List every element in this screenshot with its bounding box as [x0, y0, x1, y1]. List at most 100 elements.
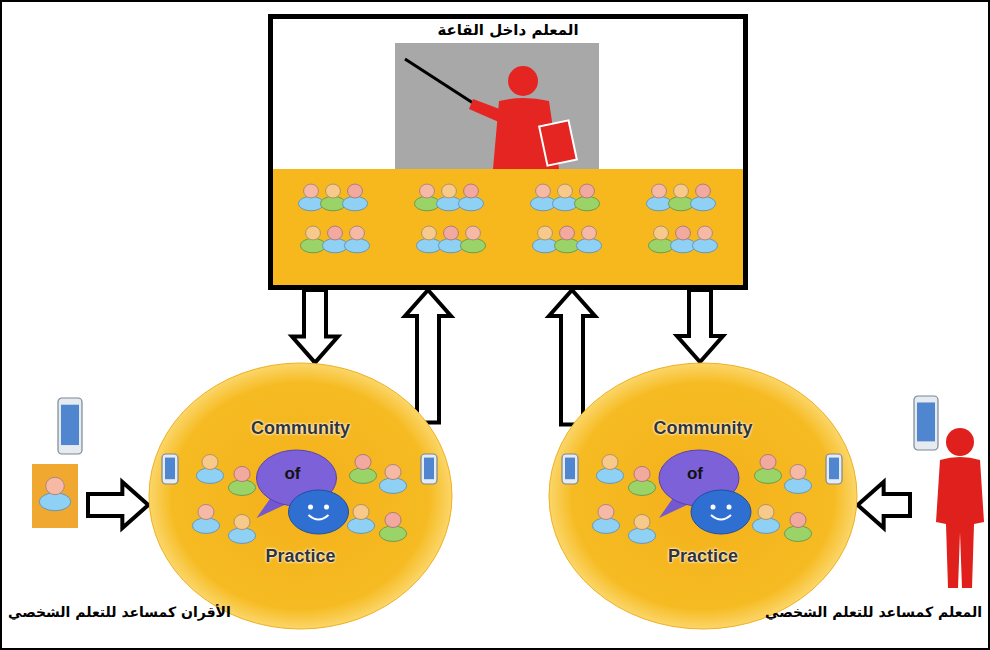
- person-body: [648, 238, 673, 252]
- teacher-head: [508, 66, 538, 96]
- person-head: [198, 504, 214, 519]
- person-head: [582, 226, 597, 240]
- practice-word: Practice: [548, 546, 858, 567]
- node-illustration: [8, 392, 88, 532]
- person-body: [298, 196, 323, 210]
- person-body: [752, 518, 779, 534]
- person-head: [758, 504, 774, 519]
- person-head: [676, 226, 691, 240]
- person-head: [353, 504, 369, 519]
- person-body: [460, 238, 485, 252]
- phone-screen: [424, 458, 434, 480]
- node-illustration: [910, 392, 986, 592]
- node-illustration: [273, 19, 743, 285]
- person-head: [536, 184, 551, 198]
- person-head: [598, 504, 614, 519]
- block-arrow: [405, 290, 451, 422]
- person-head: [348, 184, 363, 198]
- person-body: [530, 196, 555, 210]
- person-body: [349, 468, 376, 484]
- person-head: [234, 514, 250, 529]
- teacher-helper-caption: المعلم كمساعد للتعلم الشخصي: [765, 604, 982, 620]
- person-head: [760, 454, 776, 469]
- pointer-stick: [405, 59, 473, 103]
- person-body: [39, 493, 71, 511]
- person-body: [458, 196, 483, 210]
- person-head: [790, 512, 806, 527]
- practice-word: Practice: [148, 546, 453, 567]
- person-body: [320, 196, 345, 210]
- person-head: [420, 184, 435, 198]
- of-word: of: [140, 464, 445, 484]
- classroom-heading: المعلم داخل القاعة: [273, 21, 743, 39]
- person-head: [304, 184, 319, 198]
- teacher-book: [539, 120, 577, 165]
- phone-screen: [565, 458, 575, 480]
- person-body: [596, 468, 623, 484]
- person-body: [416, 238, 441, 252]
- person-body: [628, 480, 655, 496]
- person-body: [379, 478, 406, 494]
- block-arrow: [549, 290, 595, 424]
- person-body: [438, 238, 463, 252]
- student-group: [530, 184, 601, 253]
- student-group: [646, 184, 717, 253]
- person-body: [576, 238, 601, 252]
- person-head: [698, 226, 713, 240]
- chat-bubble: [691, 490, 751, 534]
- person-body: [228, 528, 255, 544]
- smiley-mouth: [711, 515, 731, 520]
- person-head: [634, 466, 650, 481]
- person-body: [552, 196, 577, 210]
- person-head: [202, 454, 218, 469]
- community-word: Community: [148, 418, 453, 439]
- text-slot: of: [540, 464, 850, 484]
- person-body: [646, 196, 671, 210]
- community-word: Community: [548, 418, 858, 439]
- person-body: [196, 468, 223, 484]
- person-head: [602, 454, 618, 469]
- phone-icon: [914, 396, 938, 450]
- person-head: [654, 226, 669, 240]
- text-slot: of: [140, 464, 445, 484]
- person-body: [532, 238, 557, 252]
- person-body: [554, 238, 579, 252]
- person-body: [628, 528, 655, 544]
- person-body: [192, 518, 219, 534]
- circle-shape: [149, 363, 452, 629]
- person-head: [580, 184, 595, 198]
- person-head: [466, 226, 481, 240]
- person-body: [379, 526, 406, 542]
- student-group: [298, 184, 369, 253]
- teacher-body: [936, 457, 984, 588]
- peer-helper-caption: الأقران كمساعد للتعلم الشخصي: [8, 604, 231, 620]
- student-group: [414, 184, 485, 253]
- person-body: [300, 238, 325, 252]
- person-head: [422, 226, 437, 240]
- person-head: [790, 464, 806, 479]
- person-head: [385, 512, 401, 527]
- smiley-mouth: [309, 515, 329, 520]
- phone-icon: [421, 454, 437, 484]
- block-arrow: [292, 290, 338, 363]
- person-head: [350, 226, 365, 240]
- person-head: [634, 514, 650, 529]
- text-slot: الأقران كمساعد للتعلم الشخصي: [8, 604, 231, 620]
- smiley-eye: [727, 505, 732, 510]
- classroom-box: المعلم داخل القاعة: [268, 14, 748, 290]
- person-body: [347, 518, 374, 534]
- teacher-head: [946, 428, 974, 456]
- person-head: [464, 184, 479, 198]
- person-body: [414, 196, 439, 210]
- text-slot: Practice: [148, 546, 453, 567]
- peer-backdrop: [32, 464, 78, 528]
- text-slot: المعلم كمساعد للتعلم الشخصي: [765, 604, 982, 620]
- text-slot: المعلم داخل القاعة: [273, 21, 743, 39]
- node-illustration: [548, 362, 858, 630]
- block-arrow: [88, 482, 148, 528]
- students-band: [273, 169, 743, 285]
- person-head: [442, 184, 457, 198]
- person-body: [670, 238, 695, 252]
